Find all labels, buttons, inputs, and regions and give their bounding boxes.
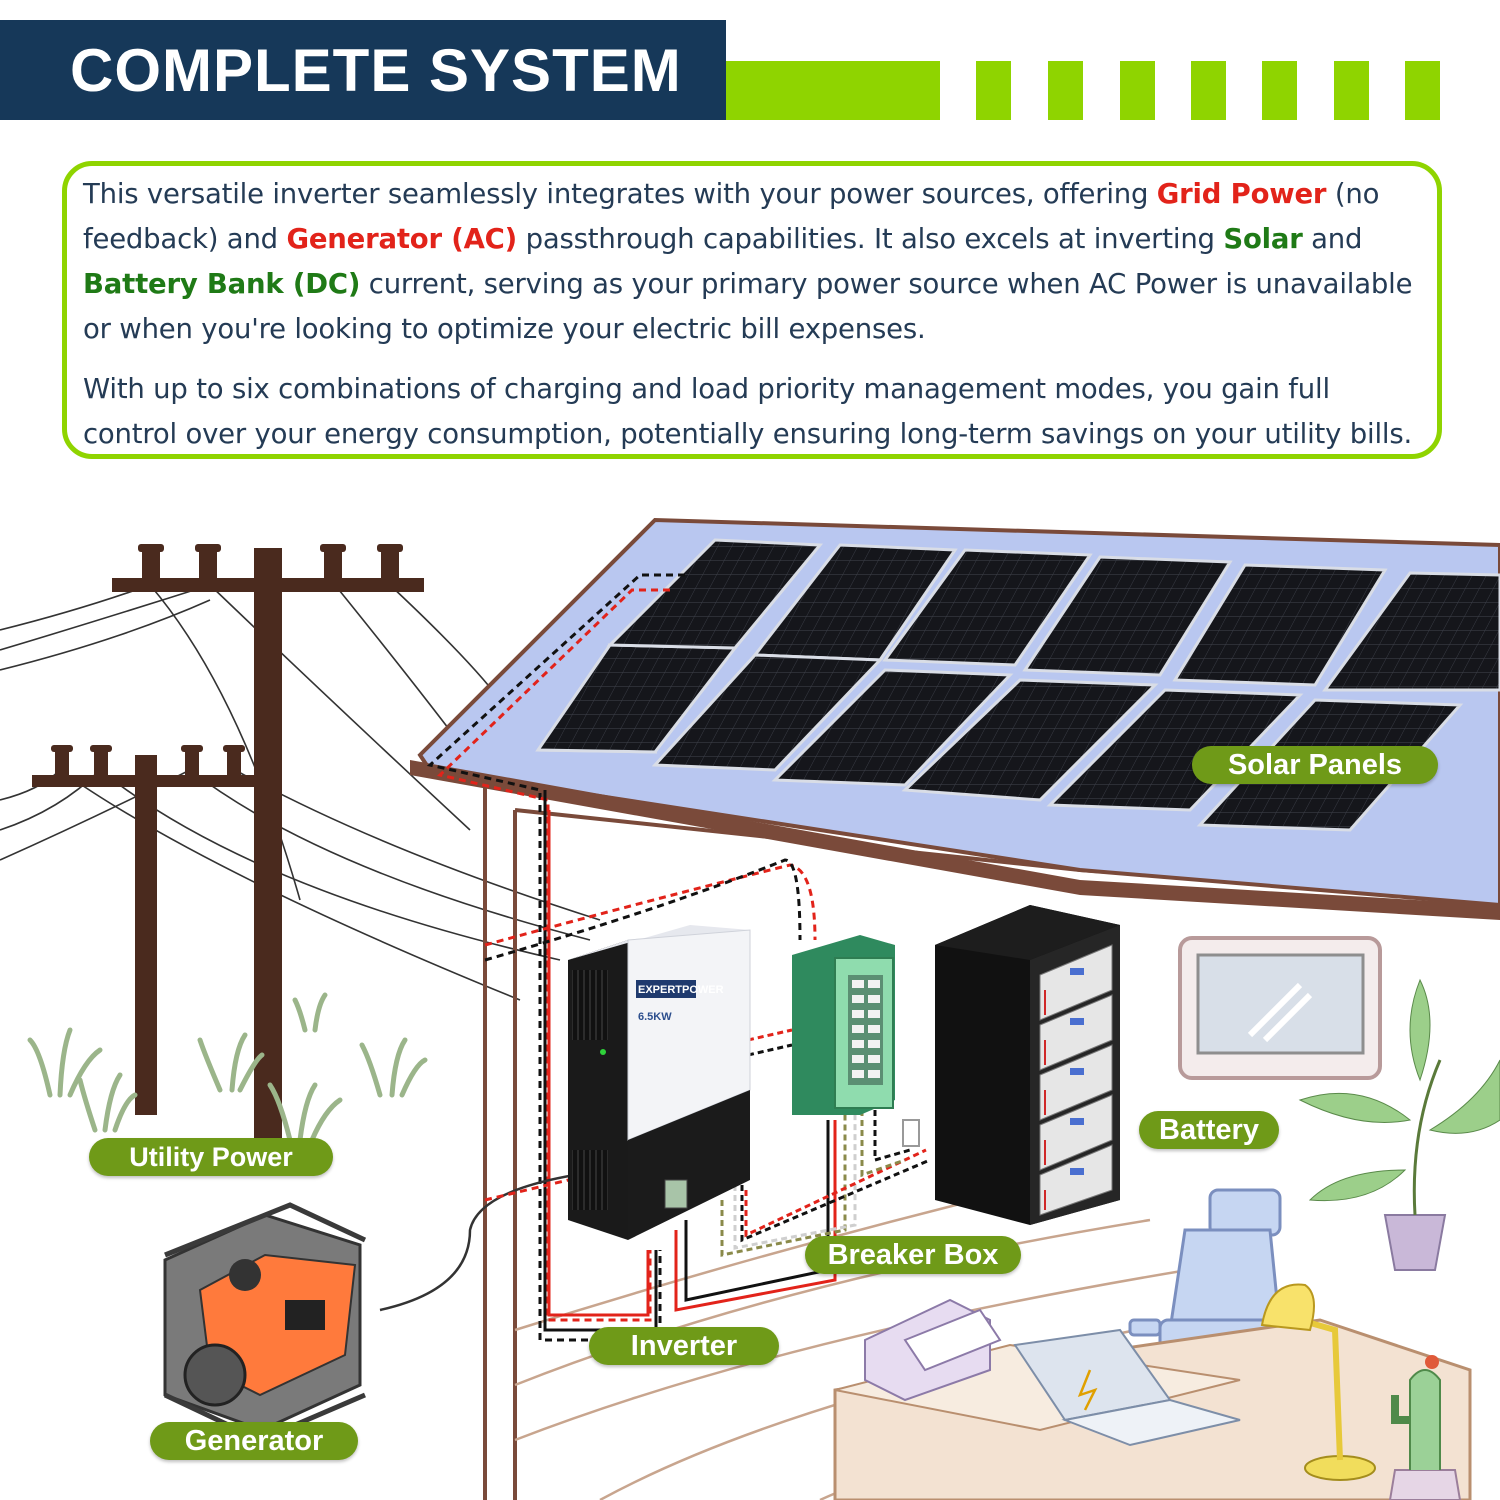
breaker-box-unit (792, 935, 895, 1115)
battery-label: Battery (1139, 1111, 1279, 1149)
solar-highlight: Solar (1223, 223, 1303, 255)
title-accent-segment (1262, 61, 1297, 120)
inverter-rating-text: 6.5KW (638, 1011, 672, 1023)
window (1178, 936, 1382, 1080)
description-text: passthrough capabilities. It also excels… (517, 223, 1224, 255)
utility-pole-front (32, 745, 256, 1115)
plant (1298, 978, 1500, 1271)
title-accent-segment (976, 61, 1011, 120)
inverter-label: Inverter (589, 1327, 779, 1365)
utility-pole-back (112, 544, 424, 1148)
page-title: COMPLETE SYSTEM (70, 36, 682, 104)
wall-outlet (902, 1119, 920, 1147)
title-accent-segment (1048, 61, 1083, 120)
description-text: current, serving as your primary power s… (83, 268, 1413, 345)
solar-panels-label: Solar Panels (1192, 746, 1438, 784)
utility-power-label: Utility Power (89, 1138, 333, 1176)
wiring (379, 573, 931, 1342)
description-text: and (1302, 223, 1363, 255)
laptop (1013, 1328, 1241, 1447)
cactus (1388, 1355, 1462, 1500)
grass (27, 992, 428, 1143)
title-banner: COMPLETE SYSTEM (0, 20, 726, 120)
battery-rack (935, 905, 1120, 1225)
inverter-brand-text: EXPERTPOWER (638, 984, 724, 996)
description-paragraph-2: With up to six combinations of charging … (83, 373, 1412, 450)
description-text: This versatile inverter seamlessly integ… (83, 178, 1157, 210)
title-accent-bar (726, 61, 940, 120)
desk-lamp (1260, 1283, 1376, 1481)
inverter-unit (568, 925, 751, 1240)
title-accent-segment (1191, 61, 1226, 120)
title-accent-segment (1334, 61, 1369, 120)
printer (864, 1298, 1002, 1402)
battery-bank-highlight: Battery Bank (DC) (83, 268, 361, 300)
description-paragraph-1: This versatile inverter seamlessly integ… (83, 172, 1419, 352)
title-accent-segment (1405, 61, 1440, 120)
system-illustration: EXPERTPOWER 6.5KW (0, 480, 1500, 1500)
description-box: This versatile inverter seamlessly integ… (62, 161, 1442, 459)
generator-label: Generator (150, 1422, 358, 1460)
description-text: (no feedback) and (83, 178, 1380, 255)
generator-unit (163, 1202, 367, 1443)
solar-panels (535, 538, 1500, 832)
title-accent-segment (1120, 61, 1155, 120)
breaker-box-label: Breaker Box (805, 1236, 1021, 1274)
generator-highlight: Generator (AC) (286, 223, 518, 255)
grid-power-highlight: Grid Power (1156, 178, 1327, 210)
